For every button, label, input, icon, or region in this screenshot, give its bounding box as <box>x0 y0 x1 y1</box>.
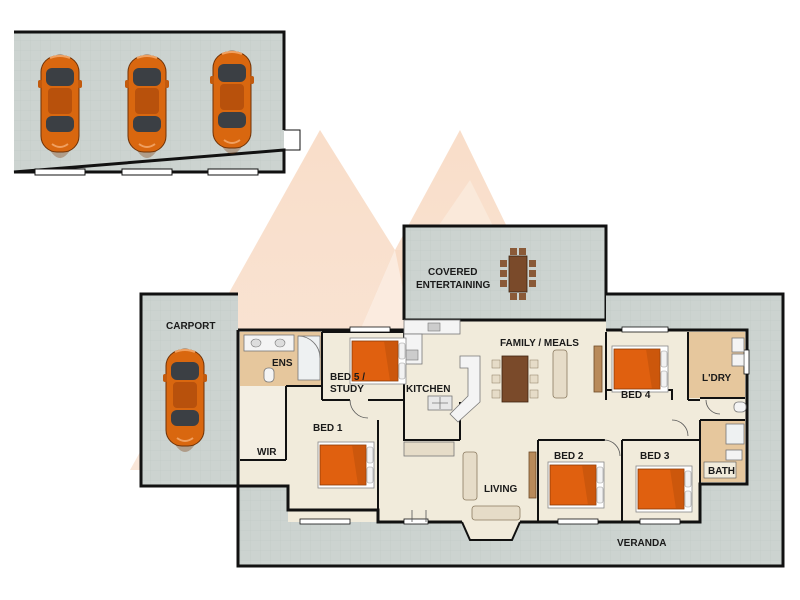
room-label-study: STUDY <box>330 384 364 395</box>
room-label-bed2: BED 2 <box>554 451 584 462</box>
room-label-kitchen: KITCHEN <box>406 384 450 395</box>
room-label-ens: ENS <box>272 358 293 369</box>
car-icon <box>162 347 208 453</box>
kitchen-fixtures <box>403 319 481 457</box>
room-label-wir: WIR <box>257 447 277 458</box>
bed-icon <box>611 345 669 393</box>
bed-icon <box>547 461 605 509</box>
interior-walls <box>240 331 745 522</box>
carport-area: CARPORT <box>139 292 238 488</box>
sofa-icon <box>471 505 521 521</box>
sofa-icon <box>552 349 568 399</box>
bed-icon <box>317 441 375 489</box>
room-label-carport: CARPORT <box>166 321 215 332</box>
meals-table-icon <box>491 355 539 403</box>
car-icon <box>124 53 170 159</box>
room-label-ldry: L'DRY <box>702 373 732 384</box>
windows <box>299 326 750 525</box>
tv-unit-icon <box>593 345 603 393</box>
garage <box>13 30 301 176</box>
room-label-bed3: BED 3 <box>640 451 670 462</box>
room-label-veranda: VERANDA <box>617 538 666 549</box>
wir-floor <box>240 386 286 460</box>
room-label-bed1: BED 1 <box>313 423 343 434</box>
room-label-covered: COVERED <box>428 267 477 278</box>
dining-table-icon <box>500 248 536 300</box>
car-icon <box>209 49 255 155</box>
room-label-living: LIVING <box>484 484 518 495</box>
doors <box>349 399 721 522</box>
bath-tub-icon <box>703 461 737 479</box>
car-icon <box>37 53 83 159</box>
laundry-fixtures <box>725 337 747 461</box>
covered-entertaining-area: COVERED ENTERTAINING <box>402 224 608 332</box>
room-label-family-meals: FAMILY / MEALS <box>500 338 579 349</box>
room-label-bath: BATH <box>708 466 735 477</box>
sofa-icon <box>462 451 478 501</box>
room-label-entertaining: ENTERTAINING <box>416 280 490 291</box>
room-label-bed4: BED 4 <box>621 390 651 401</box>
bed-icon <box>635 465 693 513</box>
tv-unit-icon <box>528 451 537 499</box>
room-label-bed5: BED 5 / <box>330 372 365 383</box>
ensuite-fixtures <box>243 334 321 383</box>
